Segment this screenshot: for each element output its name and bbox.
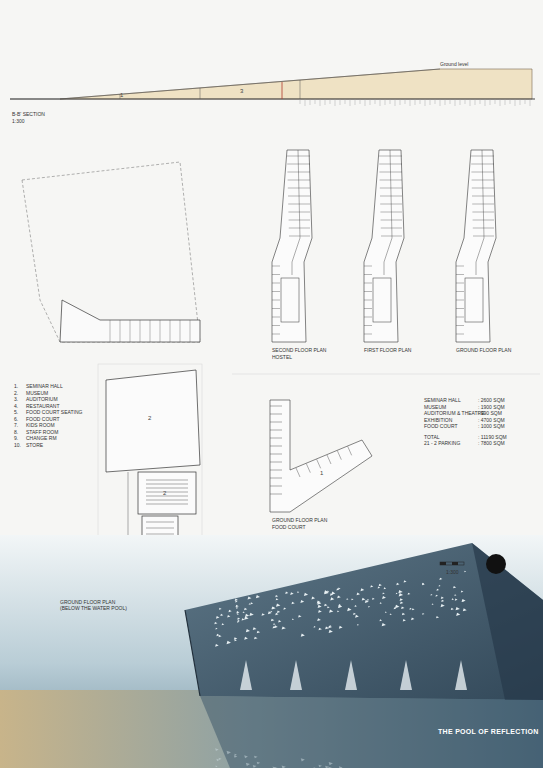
site-plan bbox=[22, 162, 200, 342]
scale-label: 1:300 bbox=[12, 119, 25, 125]
key-name: STAFF ROOM bbox=[26, 430, 58, 436]
key-number: 5. bbox=[14, 410, 18, 416]
section-title: B-B' SECTION bbox=[12, 112, 45, 118]
plan-title: GROUND FLOOR PLAN bbox=[456, 348, 511, 354]
key-name: FOOD COURT bbox=[26, 417, 60, 423]
plan-label: GROUND FLOOR PLAN bbox=[272, 518, 327, 524]
key-name: KIDS ROOM bbox=[26, 423, 55, 429]
area-cell: : 4700 SQM bbox=[478, 418, 505, 424]
plan-label: 2 bbox=[148, 415, 151, 422]
level-label: Ground level bbox=[440, 62, 468, 68]
key-name: MUSEUM bbox=[26, 391, 48, 397]
key-name: CHANGE RM bbox=[26, 436, 57, 442]
key-number: 2. bbox=[14, 391, 18, 397]
area-cell: : 11190 SQM bbox=[478, 435, 507, 441]
plan-label: FOOD COURT bbox=[272, 525, 306, 531]
area-cell: 21 - 2 PARKING bbox=[424, 441, 460, 447]
area-cell: : 990 SQM bbox=[478, 411, 502, 417]
area-cell: AUDITORIUM & THEATRE bbox=[424, 411, 485, 417]
plan-label: 1 bbox=[120, 92, 123, 99]
light-spike bbox=[240, 660, 252, 690]
area-cell: : 1000 SQM bbox=[478, 424, 505, 430]
area-cell: : 2600 SQM bbox=[478, 398, 505, 404]
plan-title: FIRST FLOOR PLAN bbox=[364, 348, 411, 354]
plan-label: 2 bbox=[163, 490, 166, 497]
area-cell: MUSEUM bbox=[424, 405, 446, 411]
plan-label: THE POOL OF REFLECTION bbox=[438, 728, 539, 736]
section-drawing bbox=[10, 69, 535, 106]
light-spike bbox=[455, 660, 467, 690]
plan-label: GROUND FLOOR PLAN (BELOW THE WATER POOL) bbox=[60, 600, 130, 612]
key-number: 1. bbox=[14, 384, 18, 390]
key-number: 10. bbox=[14, 443, 21, 449]
light-spike bbox=[290, 660, 302, 690]
render-image bbox=[0, 535, 543, 768]
area-cell: : 7800 SQM bbox=[478, 441, 505, 447]
light-spike bbox=[400, 660, 412, 690]
area-cell: : 1900 SQM bbox=[478, 405, 505, 411]
key-name: RESTAURANT bbox=[26, 404, 60, 410]
ground-plan bbox=[106, 370, 200, 562]
key-name: FOOD COURT SEATING bbox=[26, 410, 82, 416]
key-number: 9. bbox=[14, 436, 18, 442]
area-cell: EXHIBITION bbox=[424, 418, 452, 424]
food-court-plan bbox=[270, 400, 372, 512]
hostel-plans bbox=[272, 150, 496, 342]
key-number: 8. bbox=[14, 430, 18, 436]
key-name: SEMINAR HALL bbox=[26, 384, 63, 390]
plan-label: 1 bbox=[320, 470, 323, 477]
plan-title: SECOND FLOOR PLAN bbox=[272, 348, 326, 354]
area-cell: SEMINAR HALL bbox=[424, 398, 461, 404]
area-cell: FOOD COURT bbox=[424, 424, 458, 430]
key-number: 4. bbox=[14, 404, 18, 410]
light-spike bbox=[345, 660, 357, 690]
key-name: AUDITORIUM bbox=[26, 397, 58, 403]
key-number: 7. bbox=[14, 423, 18, 429]
plan-label: 3 bbox=[240, 88, 243, 95]
area-cell: TOTAL bbox=[424, 435, 440, 441]
key-name: STORE bbox=[26, 443, 43, 449]
plan-subtitle: HOSTEL bbox=[272, 355, 292, 361]
key-number: 6. bbox=[14, 417, 18, 423]
key-number: 3. bbox=[14, 397, 18, 403]
plan-label: 1:300 bbox=[446, 570, 459, 576]
